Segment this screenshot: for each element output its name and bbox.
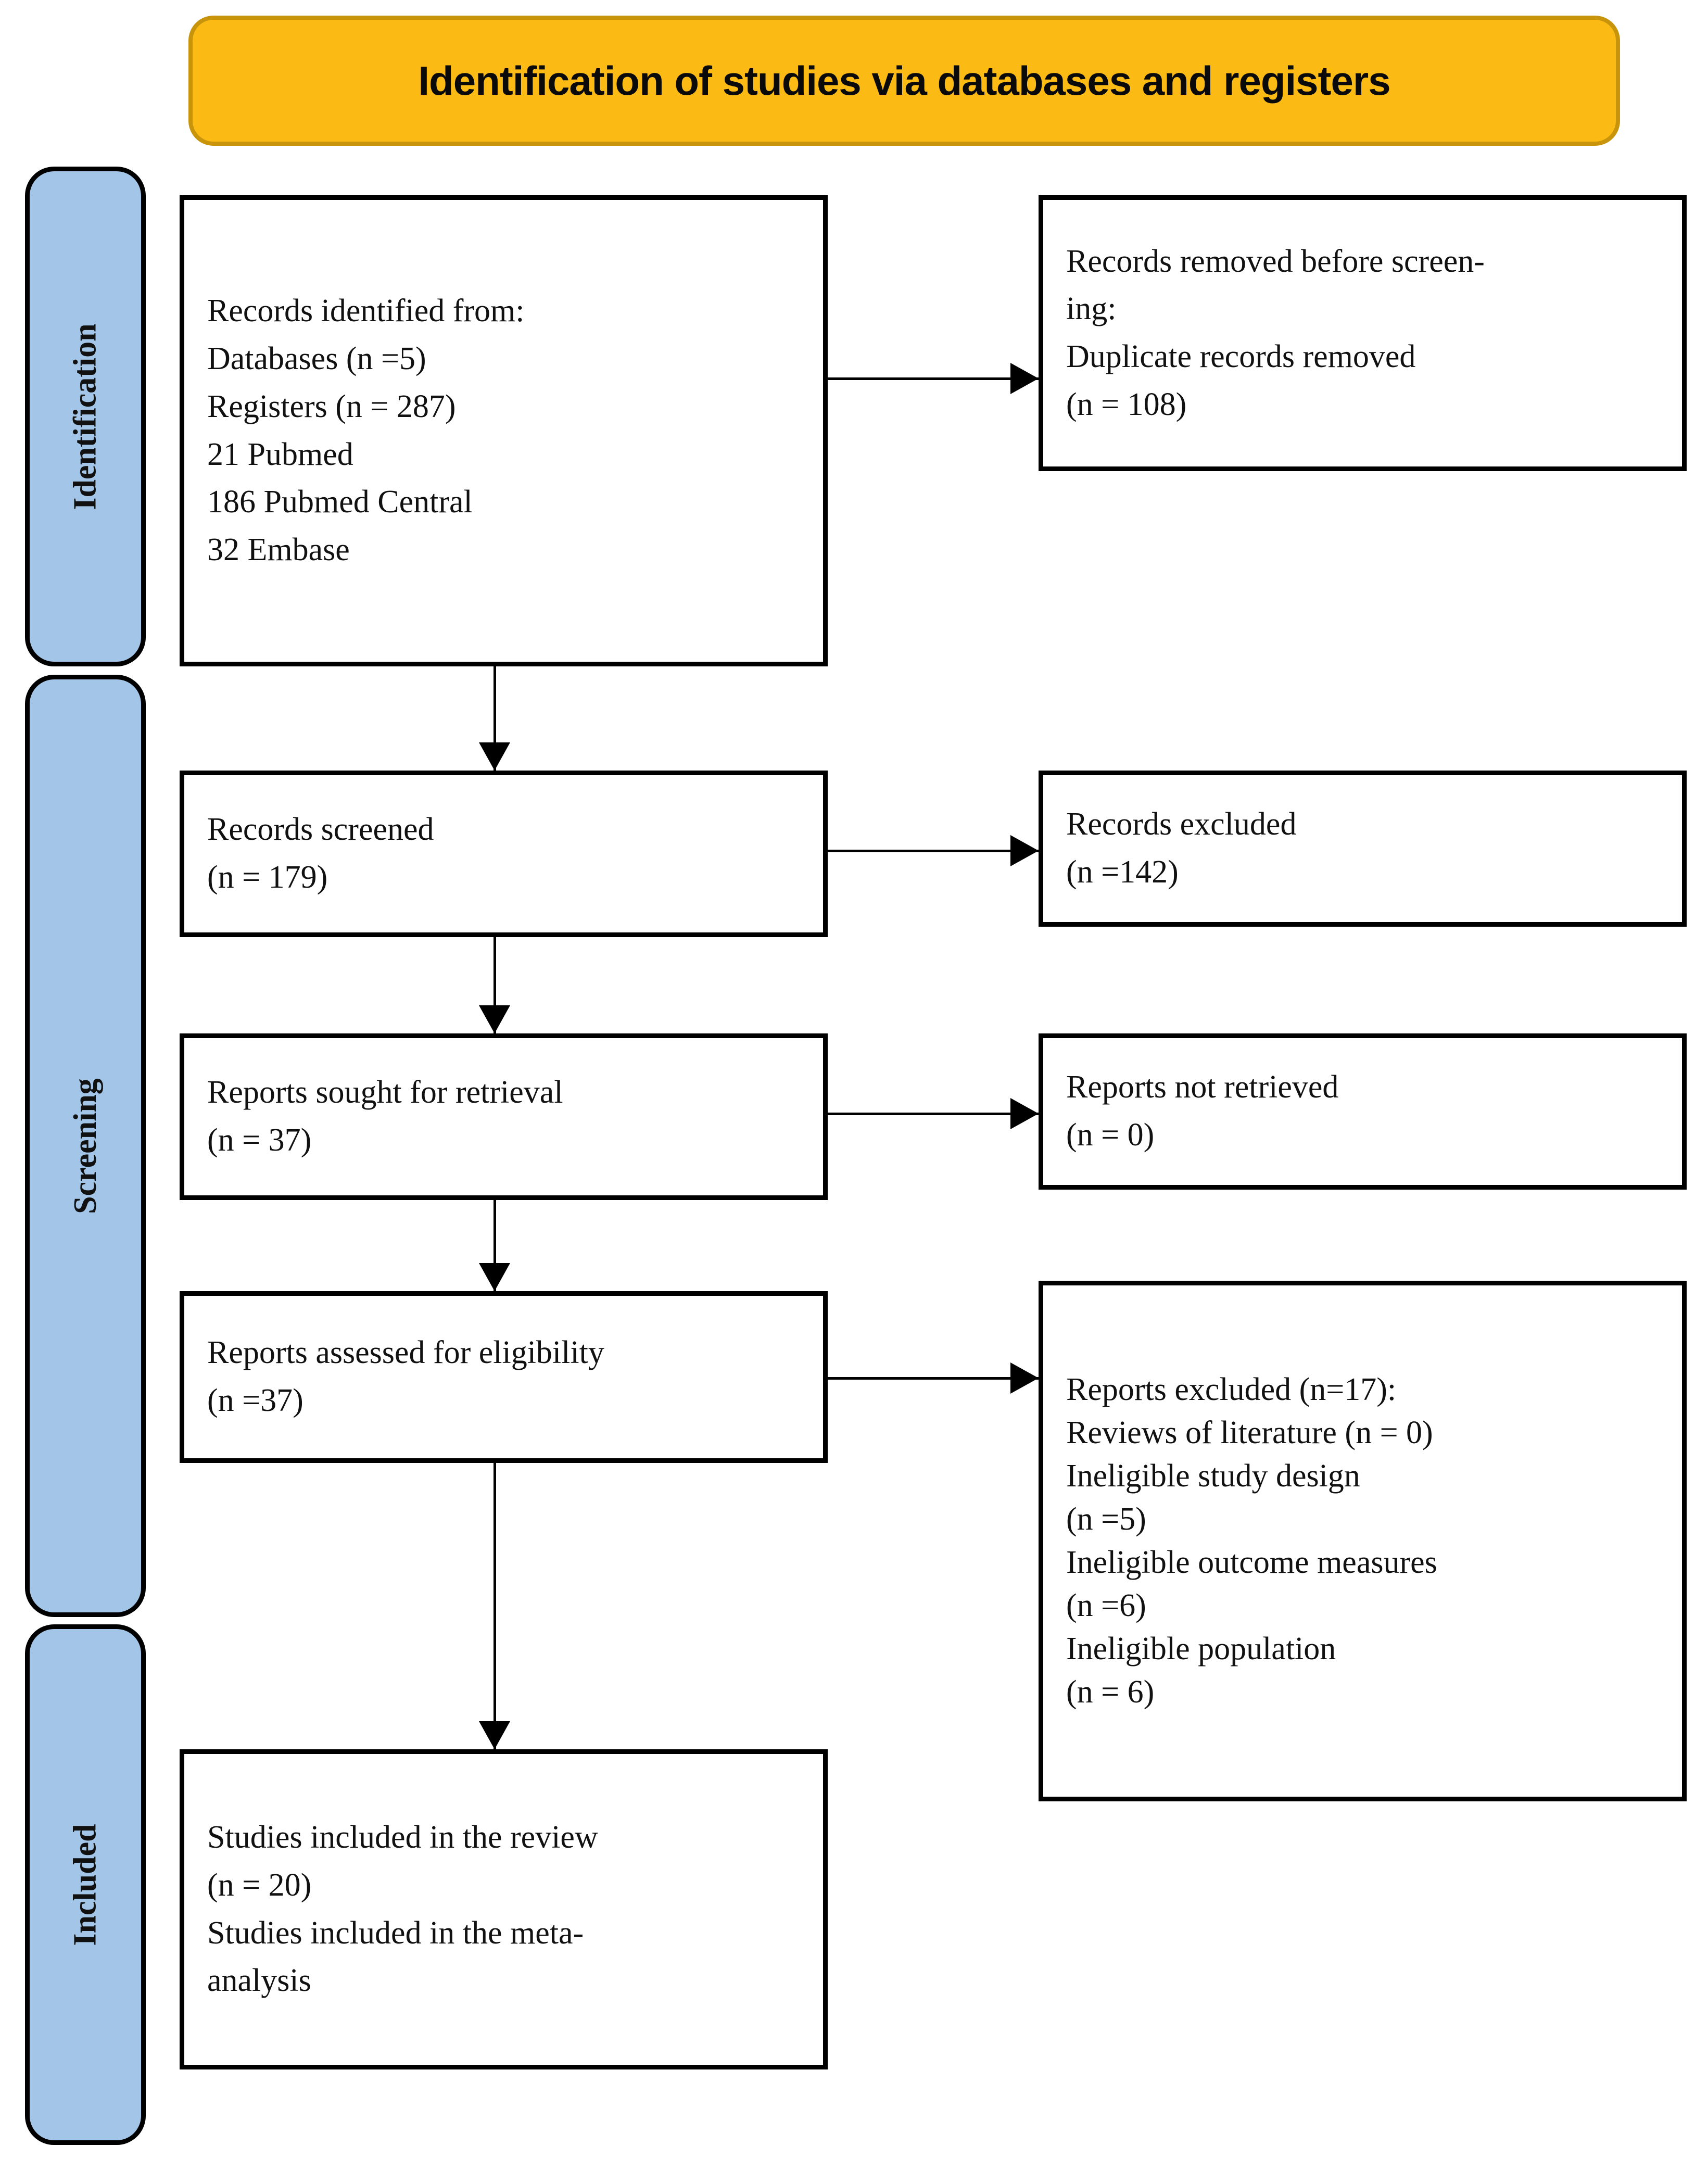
- box-line: Ineligible outcome measures: [1066, 1545, 1437, 1580]
- box-line: Records removed before screen-: [1066, 243, 1485, 279]
- box-line: Reports sought for retrieval: [207, 1075, 563, 1110]
- stage-label-screening-text: Screening: [67, 1078, 103, 1214]
- box-reports-excluded: Reports excluded (n=17): Reviews of lite…: [1039, 1281, 1687, 1801]
- box-line: Reports assessed for eligibility: [207, 1335, 604, 1371]
- diagram-title-banner: Identification of studies via databases …: [188, 16, 1620, 146]
- box-line: (n =6): [1066, 1588, 1146, 1624]
- box-line: (n = 6): [1066, 1674, 1155, 1710]
- box-line: Ineligible study design: [1066, 1458, 1360, 1494]
- box-reports-assessed: Reports assessed for eligibility (n =37): [180, 1291, 828, 1463]
- stage-label-included-text: Included: [67, 1823, 103, 1946]
- box-line: Duplicate records removed: [1066, 339, 1416, 374]
- box-line: Studies included in the meta-: [207, 1915, 584, 1951]
- box-line: 186 Pubmed Central: [207, 484, 473, 520]
- box-line: (n = 179): [207, 860, 328, 895]
- box-line: (n = 20): [207, 1867, 312, 1903]
- stage-label-included: Included: [25, 1624, 146, 2145]
- box-studies-included: Studies included in the review (n = 20) …: [180, 1749, 828, 2069]
- diagram-title: Identification of studies via databases …: [418, 57, 1390, 104]
- box-reports-sought: Reports sought for retrieval (n = 37): [180, 1033, 828, 1200]
- box-line: Records identified from:: [207, 293, 525, 329]
- box-line: Ineligible population: [1066, 1631, 1336, 1667]
- box-line: (n = 37): [207, 1122, 312, 1158]
- box-records-excluded: Records excluded (n =142): [1039, 771, 1687, 927]
- box-reports-not-retrieved: Reports not retrieved (n = 0): [1039, 1033, 1687, 1190]
- box-line: Databases (n =5): [207, 341, 426, 376]
- box-line: (n = 108): [1066, 386, 1187, 422]
- box-records-identified: Records identified from: Databases (n =5…: [180, 195, 828, 666]
- box-line: (n =37): [207, 1383, 303, 1418]
- box-line: Reports excluded (n=17):: [1066, 1371, 1397, 1407]
- box-records-removed: Records removed before screen- ing: Dupl…: [1039, 195, 1687, 471]
- box-line: 21 Pubmed: [207, 436, 353, 472]
- box-line: Registers (n = 287): [207, 388, 456, 424]
- box-line: Records excluded: [1066, 806, 1297, 842]
- box-line: (n =5): [1066, 1501, 1146, 1537]
- box-line: Studies included in the review: [207, 1820, 598, 1855]
- box-line: Reviews of literature (n = 0): [1066, 1415, 1433, 1450]
- stage-label-screening: Screening: [25, 675, 146, 1617]
- box-line: 32 Embase: [207, 532, 350, 567]
- box-line: Reports not retrieved: [1066, 1069, 1339, 1105]
- box-line: (n = 0): [1066, 1117, 1155, 1153]
- stage-label-identification: Identification: [25, 167, 146, 666]
- box-line: (n =142): [1066, 854, 1179, 890]
- box-line: ing:: [1066, 291, 1117, 327]
- box-line: Records screened: [207, 812, 434, 848]
- stage-label-identification-text: Identification: [67, 323, 103, 510]
- box-line: analysis: [207, 1963, 311, 1999]
- box-records-screened: Records screened (n = 179): [180, 771, 828, 937]
